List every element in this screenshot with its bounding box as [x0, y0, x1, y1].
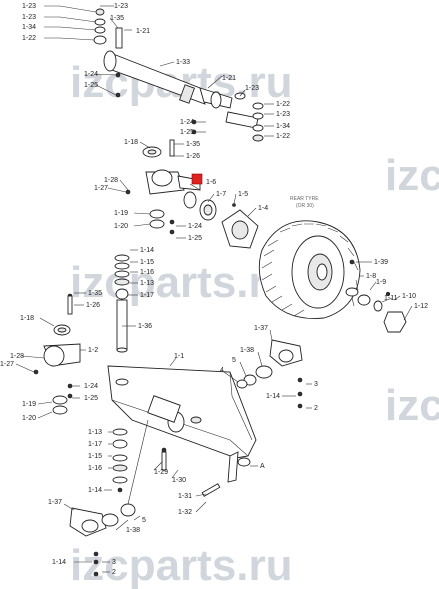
watermark-4: izcparts.ru: [385, 151, 439, 200]
label-1-35: 1-35: [186, 141, 200, 148]
label-1-25: 1-25: [180, 129, 194, 136]
tyre-note-line2: (OR 30): [296, 203, 314, 209]
axle-beam: [107, 365, 257, 483]
label-4: 4: [220, 367, 224, 374]
watermark-5: izcparts.ru: [385, 381, 439, 430]
label-1-11: 1-11: [384, 295, 398, 302]
label-1-32: 1-32: [178, 509, 192, 516]
label-5: 5: [142, 517, 146, 524]
label-1-15: 1-15: [140, 259, 154, 266]
label-5: 5: [232, 357, 236, 364]
label-2: 2: [314, 405, 318, 412]
label-1-18: 1-18: [20, 315, 34, 322]
label-2: 2: [112, 569, 116, 576]
label-1-23: 1-23: [22, 14, 36, 21]
leader-lines: [15, 5, 413, 573]
label-1-12: 1-12: [414, 303, 428, 310]
label-1-38: 1-38: [126, 527, 140, 534]
label-1-37: 1-37: [254, 325, 268, 332]
label-1-23: 1-23: [276, 111, 290, 118]
label-1-21: 1-21: [222, 75, 236, 82]
label-1-10: 1-10: [402, 293, 416, 300]
label-1-14: 1-14: [266, 393, 280, 400]
label-1-38: 1-38: [240, 347, 254, 354]
label-1-2: 1-2: [88, 347, 98, 354]
label-1-23: 1-23: [114, 3, 128, 10]
watermarks: izcparts.ru izcparts.ru izcparts.ru izcp…: [70, 58, 439, 589]
lower-knuckle: [33, 324, 81, 415]
label-1-34: 1-34: [276, 123, 290, 130]
label-1-19: 1-19: [22, 401, 36, 408]
label-1-23: 1-23: [245, 85, 259, 92]
label-1-9: 1-9: [376, 279, 386, 286]
label-1-27: 1-27: [94, 185, 108, 192]
part-labels: 1-23 1-23 1-35 1-23 1-34 1-21 1-22 1-33 …: [0, 3, 428, 576]
label-1-28: 1-28: [10, 353, 24, 360]
label-1-20: 1-20: [22, 415, 36, 422]
wheel-fasteners: [345, 259, 407, 333]
lower-kingpin-stack: [112, 428, 221, 497]
label-1-37: 1-37: [48, 499, 62, 506]
label-1-26: 1-26: [186, 153, 200, 160]
label-1-30: 1-30: [172, 477, 186, 484]
label-1-33: 1-33: [176, 59, 190, 66]
label-1-39: 1-39: [374, 259, 388, 266]
right-trunnion-bracket: [236, 339, 303, 409]
label-1-15: 1-15: [88, 453, 102, 460]
label-A: A: [260, 463, 265, 470]
label-3: 3: [112, 559, 116, 566]
label-1-4: 1-4: [258, 205, 268, 212]
label-1-35: 1-35: [88, 290, 102, 297]
tyre-note-line1: REAR TYRE: [290, 196, 319, 202]
label-1-1: 1-1: [174, 353, 184, 360]
watermark-2: izcparts.ru: [70, 258, 293, 307]
label-1-14: 1-14: [140, 247, 154, 254]
label-1-8: 1-8: [366, 273, 376, 280]
label-1-6: 1-6: [206, 179, 216, 186]
label-1-21: 1-21: [136, 28, 150, 35]
label-1-16: 1-16: [88, 465, 102, 472]
label-1-22: 1-22: [22, 35, 36, 42]
label-1-13: 1-13: [88, 429, 102, 436]
kingpin-stack: [67, 254, 130, 353]
rear-tyre: REAR TYRE (OR 30): [258, 196, 361, 319]
label-1-5: 1-5: [238, 191, 248, 198]
label-3: 3: [314, 381, 318, 388]
label-1-22: 1-22: [276, 101, 290, 108]
label-1-17: 1-17: [140, 292, 154, 299]
upper-knuckle: [125, 139, 259, 249]
label-1-29: 1-29: [154, 469, 168, 476]
label-1-18: 1-18: [124, 139, 138, 146]
label-1-36: 1-36: [138, 323, 152, 330]
label-1-14: 1-14: [52, 559, 66, 566]
label-1-13: 1-13: [140, 280, 154, 287]
label-1-25: 1-25: [84, 82, 98, 89]
label-1-7: 1-7: [216, 191, 226, 198]
label-1-24: 1-24: [188, 223, 202, 230]
label-1-24: 1-24: [84, 71, 98, 78]
highlight-marker: [191, 173, 203, 185]
label-1-35: 1-35: [110, 15, 124, 22]
label-1-24: 1-24: [180, 119, 194, 126]
left-trunnion-bracket: [69, 503, 136, 577]
steering-cylinder: [93, 8, 264, 142]
watermark-3: izcparts.ru: [70, 541, 293, 589]
label-1-28: 1-28: [104, 177, 118, 184]
label-1-34: 1-34: [22, 24, 36, 31]
label-1-16: 1-16: [140, 269, 154, 276]
label-1-19: 1-19: [114, 210, 128, 217]
label-1-25: 1-25: [84, 395, 98, 402]
label-1-14: 1-14: [88, 487, 102, 494]
label-1-31: 1-31: [178, 493, 192, 500]
label-1-22: 1-22: [276, 133, 290, 140]
label-1-24: 1-24: [84, 383, 98, 390]
label-1-27: 1-27: [0, 361, 14, 368]
label-1-26: 1-26: [86, 302, 100, 309]
label-1-20: 1-20: [114, 223, 128, 230]
label-1-23: 1-23: [22, 3, 36, 10]
label-1-17: 1-17: [88, 441, 102, 448]
label-1-25: 1-25: [188, 235, 202, 242]
